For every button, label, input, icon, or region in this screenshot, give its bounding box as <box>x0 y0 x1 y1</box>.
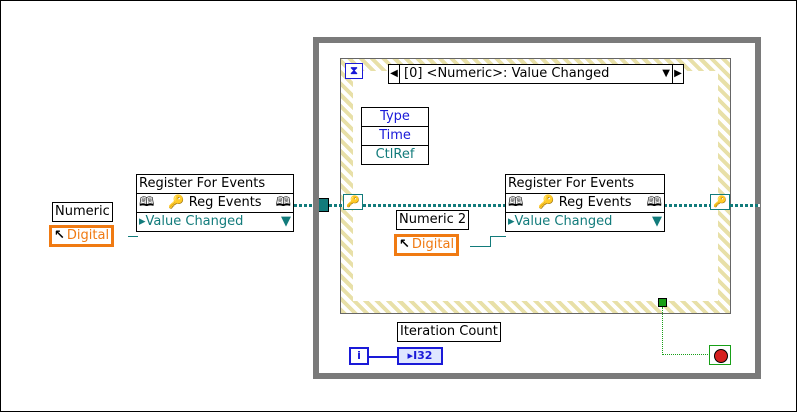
numeric-display: Digital <box>66 228 110 243</box>
register-title-2: Register For Events <box>506 175 664 194</box>
wire-numeric2-a <box>470 246 490 247</box>
reg-in-icon: 🕮 <box>508 195 524 210</box>
reg-out-icon: 🕮 <box>275 195 291 210</box>
reference-arrow-icon: ↖ <box>399 237 410 252</box>
wire-into-event <box>329 204 343 207</box>
case-label: [0] <Numeric>: Value Changed <box>404 66 610 81</box>
reg-events-label: 🔑 Reg Events <box>168 195 262 210</box>
reg-events-label-2: 🔑 Reg Events <box>538 195 632 210</box>
reg-out-icon: 🕮 <box>646 195 662 210</box>
dropdown-marker-icon: ▸ <box>139 214 146 229</box>
numeric2-display: Digital <box>411 237 455 252</box>
iteration-type: I32 <box>413 349 433 362</box>
numeric-control[interactable]: ↖Digital <box>49 225 115 247</box>
iteration-terminal[interactable]: i <box>349 347 369 365</box>
dropdown-marker-icon: ▸ <box>508 214 515 229</box>
numeric2-control[interactable]: ↖Digital <box>394 234 460 256</box>
hourglass-icon: ⧗ <box>345 63 363 79</box>
dynamic-events-terminal-left: 🔑 <box>343 194 363 210</box>
event-data-node[interactable]: Type Time CtlRef <box>361 107 429 165</box>
numeric2-label: Numeric 2 <box>396 210 470 230</box>
prev-case-arrow-icon[interactable]: ◀ <box>389 65 400 83</box>
stop-terminal[interactable] <box>709 345 731 365</box>
wire-numeric <box>128 236 138 237</box>
wire-numeric2-c <box>490 236 506 237</box>
stop-icon <box>714 349 728 363</box>
wire-numeric2-b <box>490 236 491 247</box>
while-loop[interactable] <box>313 37 761 379</box>
event-data-type: Type <box>362 108 428 127</box>
iteration-indicator[interactable]: ▸I32 <box>397 347 443 365</box>
wire-reg-refnum <box>294 204 318 207</box>
wire-dynamic-out <box>730 204 760 207</box>
event-data-time: Time <box>362 127 428 146</box>
wire-dynamic-right <box>664 204 710 207</box>
wire-iteration <box>369 356 397 358</box>
dynamic-events-terminal-right: 🔑 <box>710 194 730 210</box>
register-for-events-node[interactable]: Register For Events 🕮 🔑 Reg Events 🕮 ▸Valu… <box>136 174 294 232</box>
event-type-label: Value Changed <box>145 214 244 229</box>
numeric-label: Numeric <box>52 202 113 222</box>
boolean-tunnel-icon <box>658 298 667 307</box>
case-dropdown-icon[interactable]: ▼ <box>662 68 670 79</box>
event-case-selector[interactable]: ◀ [0] <Numeric>: Value Changed ▼ ▶ <box>388 64 684 84</box>
event-data-ctlref: CtlRef <box>375 147 415 162</box>
register-for-events-node-2[interactable]: Register For Events 🕮 🔑 Reg Events 🕮 ▸Valu… <box>505 174 665 232</box>
wire-stop <box>662 307 708 355</box>
next-case-arrow-icon[interactable]: ▶ <box>672 65 683 83</box>
iteration-arrow-icon: ▸ <box>407 349 414 362</box>
register-title: Register For Events <box>137 175 293 194</box>
reg-in-icon: 🕮 <box>139 195 155 210</box>
chevron-down-icon[interactable]: ▼ <box>652 214 662 229</box>
event-type-label-2: Value Changed <box>514 214 613 229</box>
reference-arrow-icon: ↖ <box>54 228 65 243</box>
wire-dynamic-left <box>363 204 506 207</box>
iteration-count-label: Iteration Count <box>397 322 501 342</box>
chevron-down-icon[interactable]: ▼ <box>281 214 291 229</box>
